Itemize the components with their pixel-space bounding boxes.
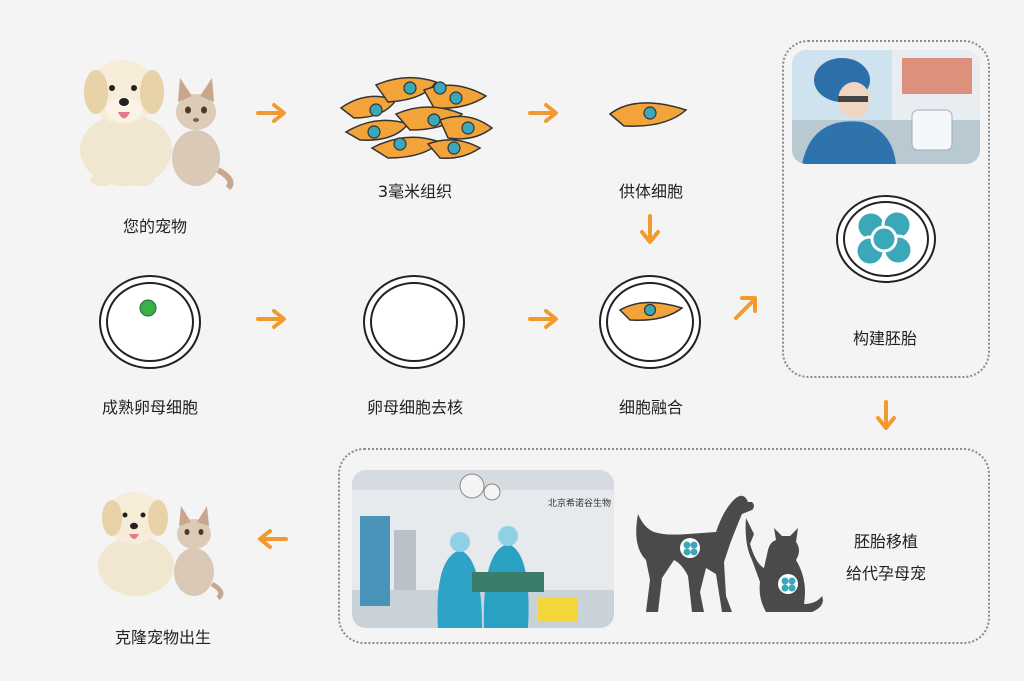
mature-oocyte-icon <box>99 275 201 369</box>
embryo-icon <box>836 195 936 283</box>
wall-sign-text: 北京希诺谷生物 <box>548 497 611 509</box>
enucleated-oocyte-icon <box>363 275 465 369</box>
orange-arrow-icon <box>640 214 660 244</box>
cloned-pet-photo <box>98 492 224 600</box>
embryo-icon <box>778 574 798 594</box>
dog-illustration <box>98 492 174 596</box>
orange-arrow-icon <box>258 529 288 549</box>
label-cell-fusion: 细胞融合 <box>618 398 683 417</box>
embryo-construction-box <box>782 40 990 378</box>
embryo-transfer-box <box>338 448 990 644</box>
pet-photo <box>80 60 234 190</box>
cell-fusion-icon <box>599 275 701 369</box>
lab-photo <box>792 50 980 164</box>
cat-illustration <box>172 78 234 190</box>
label-enucleation: 卵母细胞去核 <box>366 398 463 417</box>
label-clone-birth: 克隆宠物出生 <box>114 628 211 647</box>
surgery-photo: 北京希诺谷生物 <box>352 470 614 628</box>
tissue-cells-icon <box>339 76 494 160</box>
dog-cat-silhouette-icon <box>636 495 823 612</box>
label-build-embryo: 构建胚胎 <box>852 329 917 348</box>
embryo-icon <box>680 538 700 558</box>
label-donor-cell: 供体细胞 <box>618 182 683 201</box>
label-your-pet: 您的宠物 <box>122 217 187 236</box>
dog-illustration <box>80 60 172 186</box>
orange-arrow-icon <box>876 400 896 430</box>
orange-arrow-icon <box>734 296 757 320</box>
orange-arrow-icon <box>528 309 558 329</box>
label-embryo-transfer: 胚胎移植 <box>853 532 918 551</box>
donor-cell-icon <box>608 102 688 127</box>
orange-arrow-icon <box>256 309 286 329</box>
orange-arrow-icon <box>528 103 558 123</box>
orange-arrow-icon <box>256 103 286 123</box>
label-tissue: 3毫米组织 <box>377 182 453 201</box>
label-surrogate: 给代孕母宠 <box>845 564 926 583</box>
label-mature-oocyte: 成熟卵母细胞 <box>101 398 198 417</box>
cat-illustration <box>174 506 224 600</box>
